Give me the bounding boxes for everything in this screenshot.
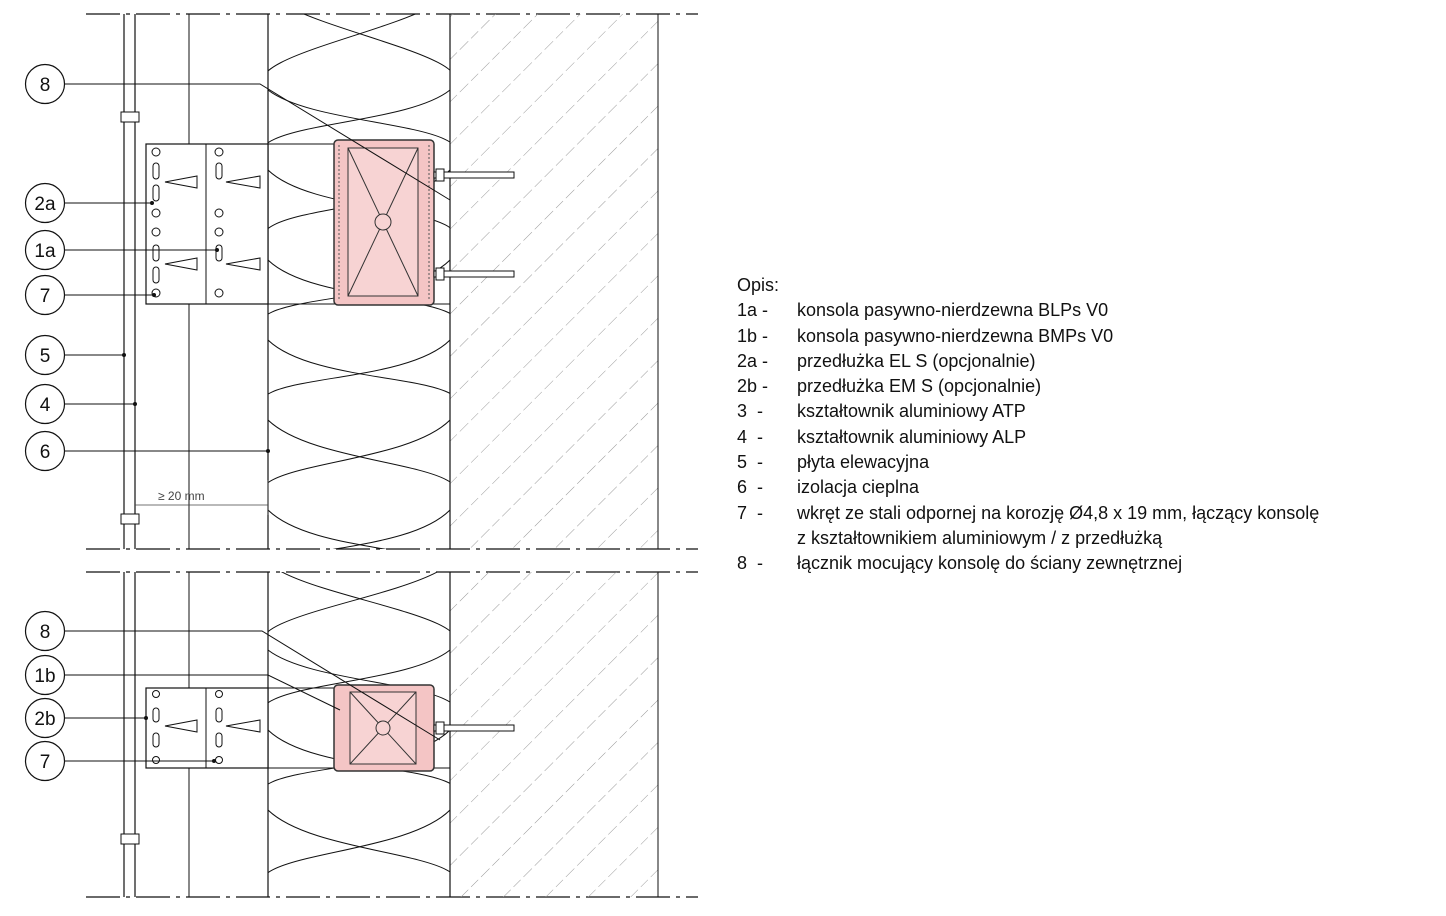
callout-top-5: 5	[24, 334, 66, 376]
callout-top-1a: 1a	[24, 229, 66, 271]
callout-top-8: 8	[24, 63, 66, 105]
exterior-wall-hatch-bottom	[450, 572, 658, 897]
legend-text: przedłużka EL S (opcjonalnie)	[797, 350, 1036, 371]
thermal-bracket-top	[333, 139, 435, 306]
legend-code: 8 -	[737, 553, 764, 574]
legend-code: 4 -	[737, 426, 764, 447]
legend-text: łącznik mocujący konsolę do ściany zewnę…	[797, 553, 1183, 574]
thermal-bracket-bottom	[333, 684, 435, 772]
legend-text: izolacja cieplna	[797, 477, 920, 498]
legend-code: 7 -	[737, 502, 764, 523]
legend-text: wkręt ze stali odpornej na korozję Ø4,8 …	[797, 502, 1320, 523]
legend-item: 6 - izolacja cieplna	[737, 475, 1319, 500]
svg-text:5: 5	[40, 346, 51, 367]
svg-text:1b: 1b	[34, 666, 55, 687]
svg-text:4: 4	[40, 395, 51, 416]
wall-anchors-top	[433, 168, 515, 281]
legend-text: kształtownik aluminiowy ATP	[797, 401, 1026, 422]
legend-code: 1a -	[737, 300, 769, 321]
top-section: ≥ 20 mm 8 2a 1a 7 5 4 6	[24, 13, 698, 550]
callout-top-7: 7	[24, 274, 66, 316]
legend-item: 7 - wkręt ze stali odpornej na korozję Ø4…	[737, 501, 1319, 526]
top-leaders	[64, 83, 451, 452]
panel-rivet-top	[120, 111, 140, 123]
dimension-label: ≥ 20 mm	[158, 489, 205, 503]
legend-code: 5 -	[737, 452, 764, 473]
legend-item: 1a - konsola pasywno-nierdzewna BLPs V0	[737, 298, 1319, 323]
legend-item: 5 - płyta elewacyjna	[737, 450, 1319, 475]
dimension-min-gap: ≥ 20 mm	[135, 480, 269, 515]
svg-text:7: 7	[40, 752, 51, 773]
wall-anchor-bottom	[433, 721, 515, 735]
bottom-fasteners	[152, 690, 261, 764]
svg-text:6: 6	[40, 442, 51, 463]
bottom-leader-dots	[144, 716, 216, 763]
svg-text:7: 7	[40, 286, 51, 307]
legend-text: konsola pasywno-nierdzewna BMPs V0	[797, 325, 1114, 346]
legend-code: 2b -	[737, 376, 769, 397]
svg-text:1a: 1a	[34, 241, 56, 262]
legend-item: 8 - łącznik mocujący konsolę do ściany ze…	[737, 551, 1319, 576]
legend-item: 2a - przedłużka EL S (opcjonalnie)	[737, 349, 1319, 374]
legend-item: 4 - kształtownik aluminiowy ALP	[737, 425, 1319, 450]
extension-2a	[145, 143, 269, 305]
callout-bottom-7: 7	[24, 740, 66, 782]
legend-text: płyta elewacyjna	[797, 452, 930, 473]
top-leader-dots	[122, 201, 270, 453]
legend-code: 2a -	[737, 350, 769, 371]
legend-text: konsola pasywno-nierdzewna BLPs V0	[797, 300, 1109, 321]
top-fasteners	[151, 147, 261, 298]
legend-code: 3 -	[737, 401, 764, 422]
svg-text:8: 8	[40, 622, 51, 643]
legend-text: kształtownik aluminiowy ALP	[797, 426, 1027, 447]
legend-item: 1b - konsola pasywno-nierdzewna BMPs V0	[737, 324, 1319, 349]
panel-rivet-lower	[120, 833, 140, 845]
callout-top-2a: 2a	[24, 182, 66, 224]
legend-item: 2b - przedłużka EM S (opcjonalnie)	[737, 374, 1319, 399]
callout-top-6: 6	[24, 430, 66, 472]
callout-bottom-8: 8	[24, 610, 66, 652]
svg-text:2a: 2a	[34, 194, 56, 215]
legend: Opis: 1a - konsola pasywno-nierdzewna BLP…	[737, 273, 1319, 577]
exterior-wall-hatch	[450, 14, 658, 549]
legend-title: Opis:	[737, 275, 780, 295]
legend-code: 6 -	[737, 477, 764, 498]
legend-item: 3 - kształtownik aluminiowy ATP	[737, 399, 1319, 424]
legend-text-continuation: z kształtownikiem aluminiowym / z przedł…	[797, 527, 1163, 548]
bottom-leaders	[64, 630, 441, 762]
panel-rivet-bottom	[120, 513, 140, 525]
callout-top-4: 4	[24, 383, 66, 425]
svg-text:8: 8	[40, 75, 51, 96]
callout-bottom-1b: 1b	[24, 654, 66, 696]
svg-text:2b: 2b	[34, 709, 55, 730]
callout-bottom-2b: 2b	[24, 697, 66, 739]
legend-code: 1b -	[737, 325, 769, 346]
insulation-symbol-bottom	[268, 572, 450, 874]
bottom-section: 8 1b 2b 7	[24, 571, 698, 898]
legend-text: przedłużka EM S (opcjonalnie)	[797, 376, 1042, 397]
